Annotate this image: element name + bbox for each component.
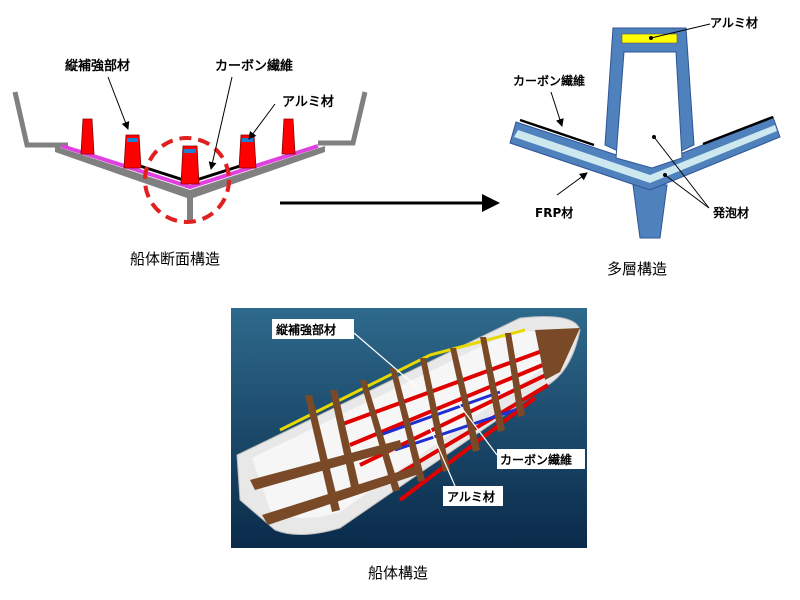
label-longitudinal-member: 縦補強部材 <box>65 58 130 74</box>
pointer-line <box>652 135 710 209</box>
label-aluminum: アルミ材 <box>710 15 758 30</box>
label-box <box>497 449 585 469</box>
pointer-line <box>663 173 710 209</box>
highlight-circle <box>143 136 231 224</box>
foam-layer <box>514 125 777 183</box>
label-foam: 発泡材 <box>712 205 749 220</box>
hull-section-diagram: 縦補強部材 カーボン繊維 アルミ材 船体断面構造 <box>12 58 368 268</box>
hull-outline <box>12 91 68 148</box>
hull-3d-image: 縦補強部材 カーボン繊維 アルミ材 <box>231 308 587 548</box>
pointer-line <box>248 103 276 140</box>
label-box <box>443 486 503 506</box>
pointer-line <box>649 23 711 40</box>
carbon-fiber-line <box>702 115 774 146</box>
aluminum-bar <box>621 33 678 44</box>
label-carbon-fiber: カーボン繊維 <box>513 73 585 88</box>
caption-multilayer: 多層構造 <box>607 260 667 278</box>
label-carbon-fiber: カーボン繊維 <box>500 452 572 467</box>
aluminum-cap <box>127 138 138 142</box>
pointer-line <box>457 402 498 456</box>
pointer-line <box>550 91 564 127</box>
pointer-line <box>429 427 456 487</box>
pointer-line <box>353 332 419 389</box>
hull-outline <box>318 91 368 146</box>
aluminum-cap <box>184 149 196 153</box>
foam-core <box>615 51 683 169</box>
yellow-gunwale <box>279 328 526 432</box>
pointer-line <box>556 172 588 196</box>
label-box <box>272 319 354 339</box>
label-aluminum: アルミ材 <box>282 94 334 110</box>
caption-hull-structure: 船体構造 <box>368 564 428 582</box>
caption-hull-section: 船体断面構造 <box>130 250 220 268</box>
carbon-fiber-line <box>519 118 595 147</box>
hull-bottom <box>55 146 325 220</box>
keel <box>632 184 668 239</box>
multilayer-diagram: アルミ材 カーボン繊維 FRP材 発泡材 多層構造 <box>509 15 781 278</box>
brown-frames <box>250 328 580 525</box>
ribs <box>80 118 296 185</box>
label-aluminum: アルミ材 <box>447 489 495 504</box>
aluminum-cap <box>242 138 253 142</box>
pointer-line <box>107 76 130 130</box>
label-longitudinal-member: 縦補強部材 <box>276 322 336 337</box>
pointer-line <box>208 76 233 170</box>
magenta-layer <box>61 144 319 190</box>
label-carbon-fiber: カーボン繊維 <box>215 58 293 74</box>
label-frp: FRP材 <box>535 205 573 220</box>
